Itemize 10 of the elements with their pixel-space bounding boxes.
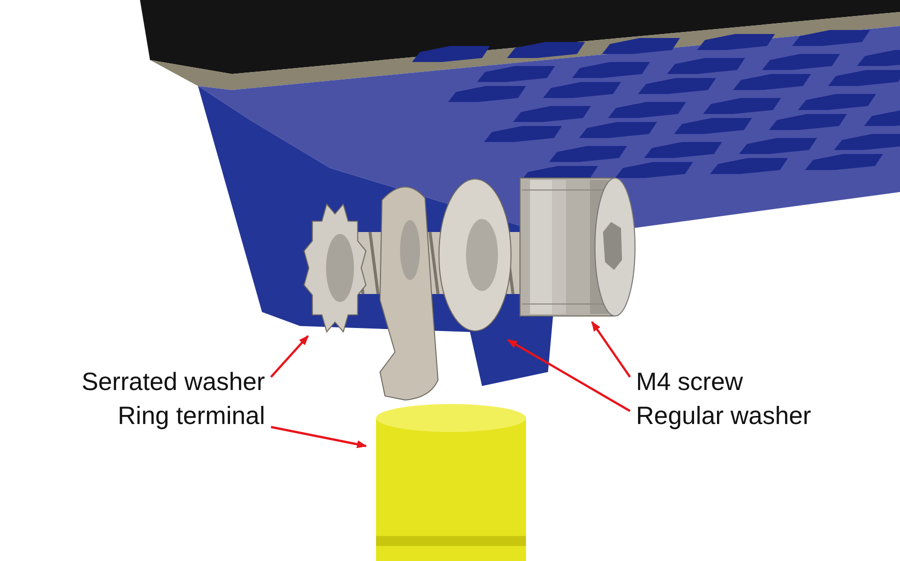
leader-line — [270, 335, 309, 378]
part-label: Ring terminal — [118, 401, 265, 431]
leader-line — [507, 339, 631, 412]
part-label: Regular washer — [636, 401, 812, 431]
leader-line — [591, 321, 631, 378]
part-label: M4 screw — [636, 367, 743, 397]
serrated-washer — [304, 203, 366, 333]
screw — [520, 178, 636, 316]
part-label: Serrated washer — [82, 367, 265, 397]
leader-line — [270, 426, 367, 448]
